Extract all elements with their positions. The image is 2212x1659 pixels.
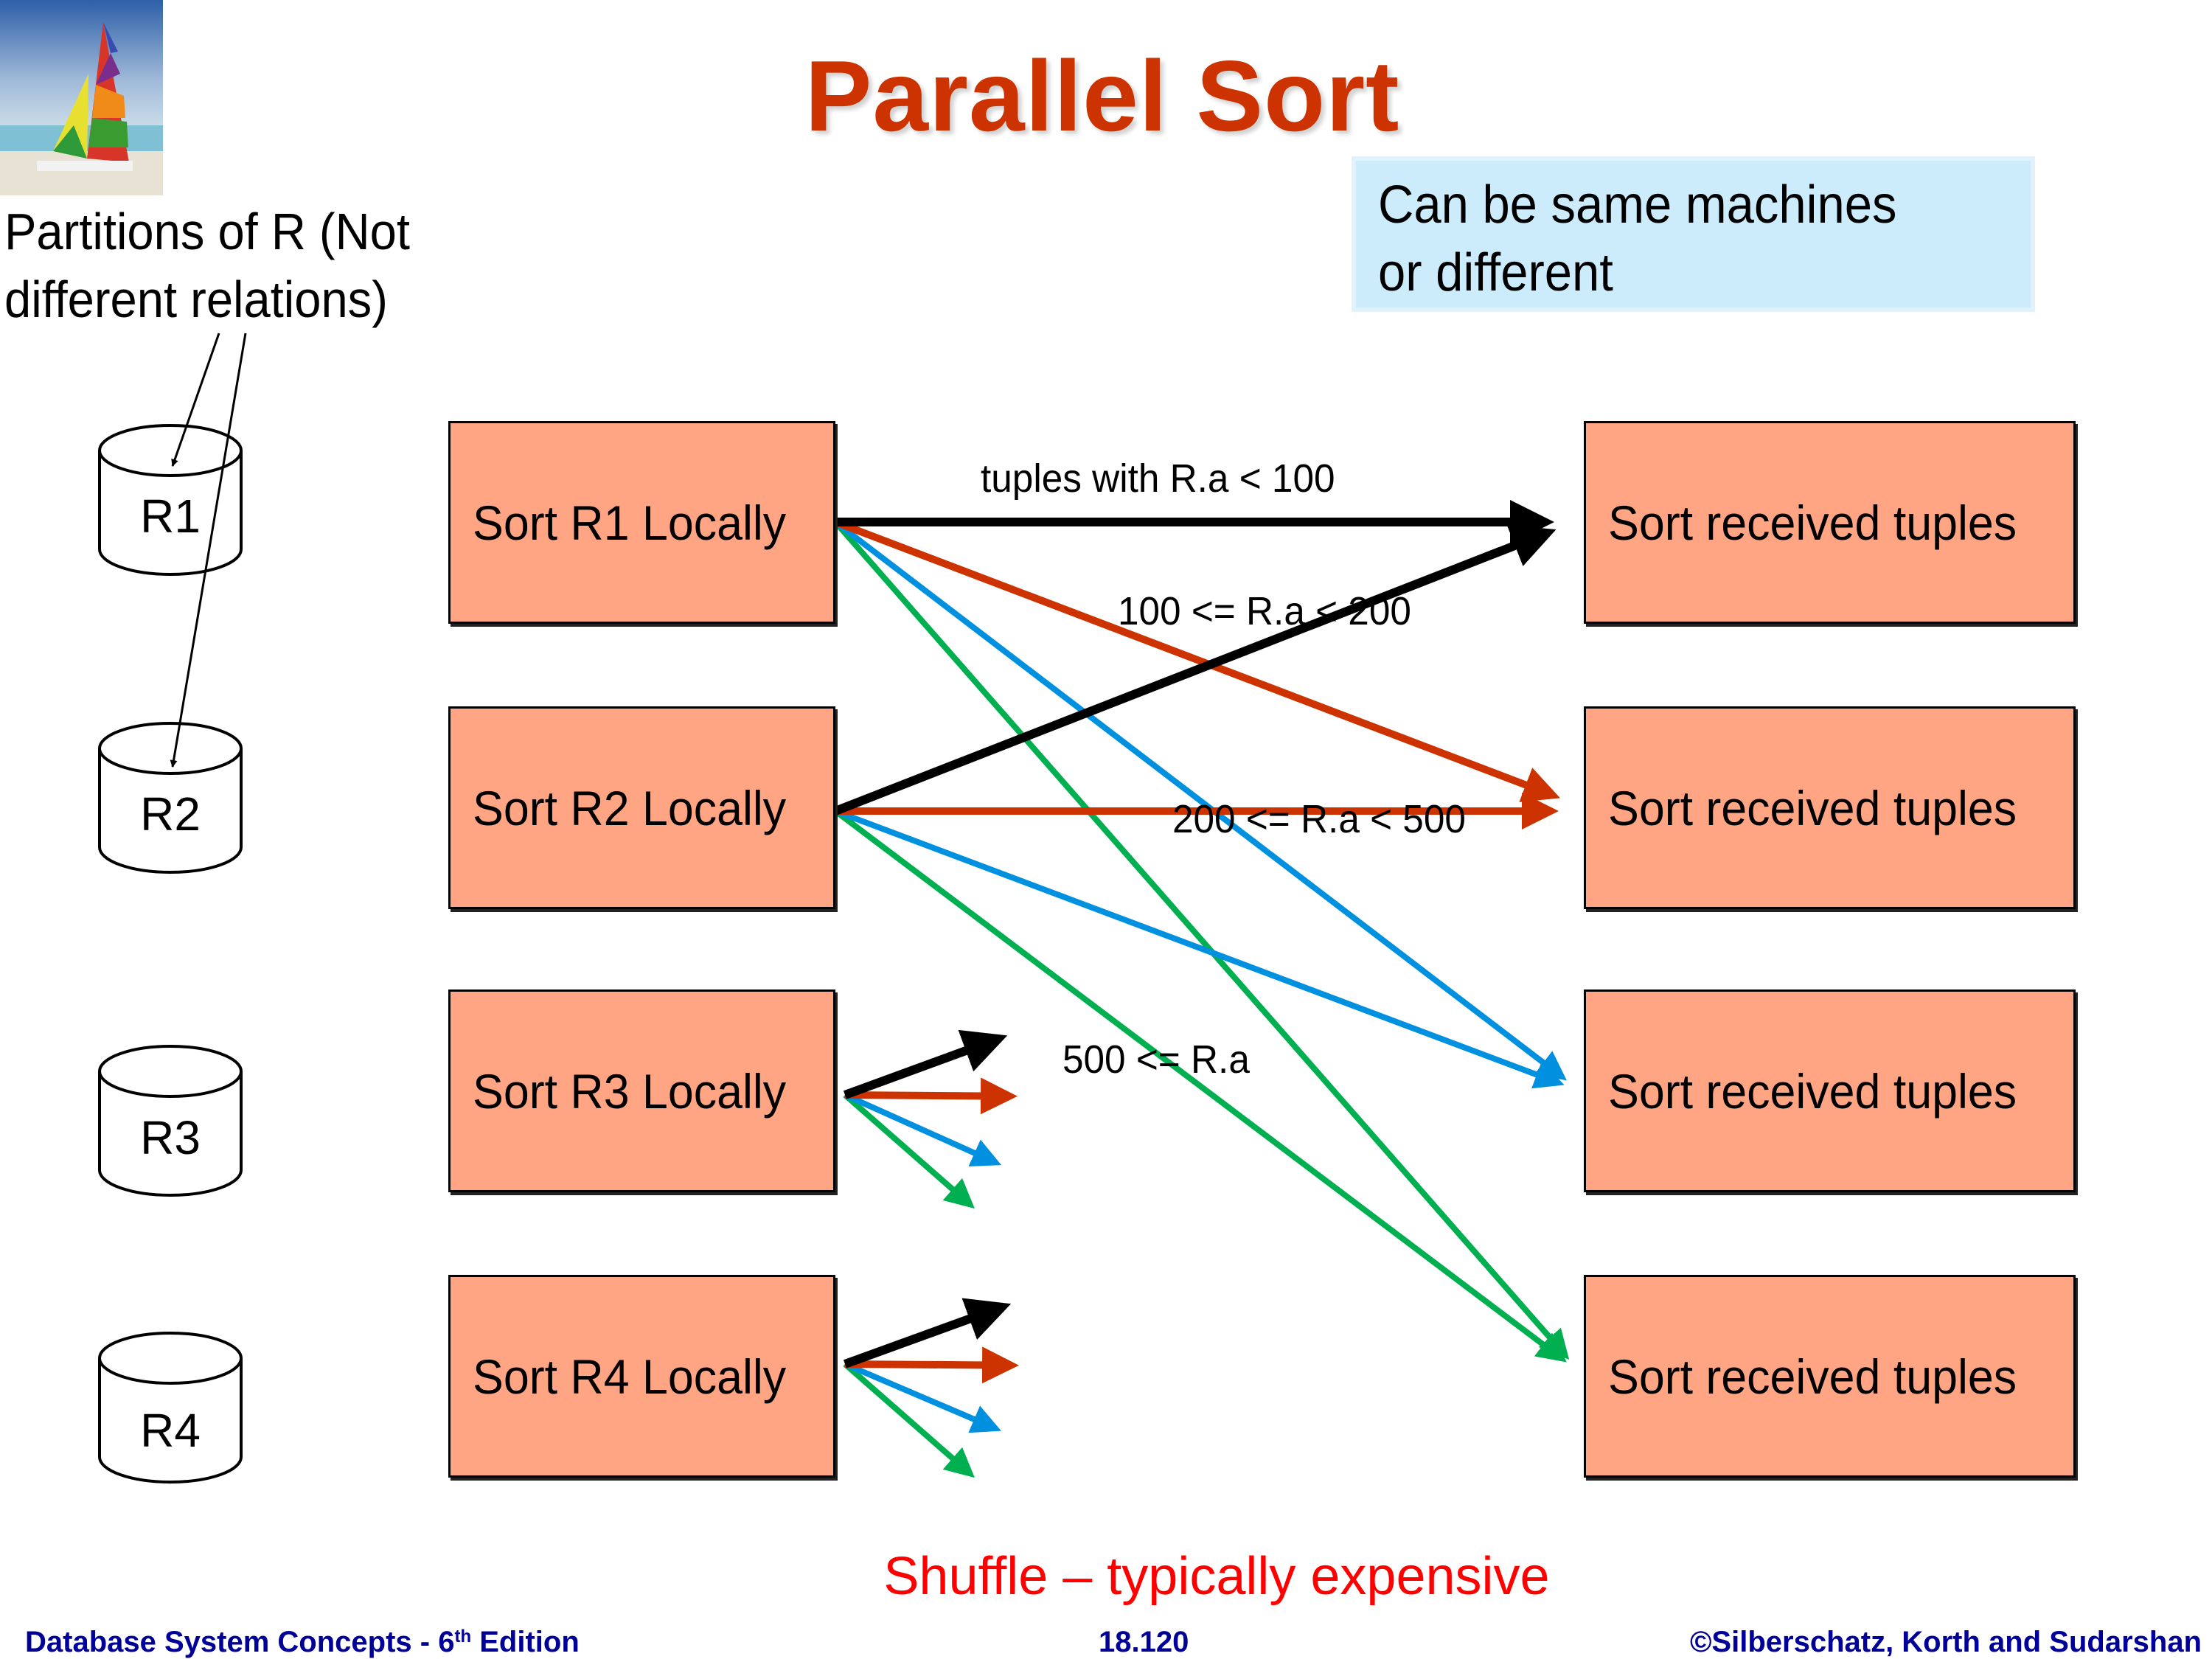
- shuffle-caption-text: Shuffle – typically expensive: [883, 1547, 1550, 1606]
- receiver-box-2: Sort received tuples: [1584, 706, 2076, 909]
- local-sort-box-r1: Sort R1 Locally: [448, 421, 835, 624]
- receiver-box-1: Sort received tuples: [1584, 421, 2076, 624]
- annotation-pointer-arrow-r2: [170, 333, 247, 768]
- partition-label-r4: R4: [140, 1404, 201, 1457]
- receiver-label-2: Sort received tuples: [1608, 780, 2017, 835]
- receiver-label-1: Sort received tuples: [1608, 495, 2017, 550]
- shuffle-stub-arrow-r3-4: [843, 1092, 975, 1209]
- range-label-4: 500 <= R.a: [1062, 1037, 1250, 1082]
- shuffle-arrow-r1-to-receiver-2: [834, 518, 1560, 802]
- shuffle-stub-arrow-r4-3: [844, 1361, 1001, 1433]
- receiver-label-3: Sort received tuples: [1608, 1063, 2017, 1119]
- machines-note-line1: Can be same machines: [1378, 175, 1897, 234]
- partition-label-r1: R1: [140, 490, 201, 543]
- sailboat-icon: [0, 0, 163, 195]
- receiver-box-4: Sort received tuples: [1584, 1275, 2076, 1478]
- footer-book-title: Database System Concepts - 6th Edition: [25, 1625, 580, 1659]
- partition-label-r3: R3: [140, 1111, 201, 1164]
- slide-title: Parallel Sort: [0, 41, 2212, 151]
- sailboat-logo-image: [0, 0, 163, 195]
- machines-note-text: Can be same machines or different: [1378, 171, 1935, 307]
- footer-book-title-prefix: Database System Concepts - 6: [25, 1626, 455, 1658]
- local-sort-label-r3: Sort R3 Locally: [473, 1063, 787, 1119]
- local-sort-label-r1: Sort R1 Locally: [473, 495, 787, 550]
- local-sort-label-r2: Sort R2 Locally: [473, 780, 787, 835]
- machines-note: Can be same machines or different: [1352, 156, 2035, 312]
- local-sort-box-r2: Sort R2 Locally: [448, 706, 835, 909]
- annotation-pointer-arrow-r1: [171, 333, 220, 467]
- footer-page-number: 18.120: [1099, 1626, 1189, 1658]
- shuffle-arrow-r2-to-receiver-4: [833, 808, 1567, 1363]
- partitions-annotation-line2: different relations): [4, 271, 388, 328]
- footer-book-title-suffix: Edition: [471, 1626, 580, 1658]
- footer-edition-superscript: th: [454, 1627, 472, 1646]
- shuffle-stub-arrow-r4-4: [843, 1361, 975, 1478]
- local-sort-label-r4: Sort R4 Locally: [473, 1349, 787, 1404]
- receiver-label-4: Sort received tuples: [1608, 1349, 2017, 1404]
- shuffle-stub-arrow-r3-1: [843, 1029, 1008, 1099]
- partition-cylinders: [98, 424, 243, 1484]
- partition-label-r2: R2: [140, 787, 201, 841]
- shuffle-arrow-r1-to-receiver-4: [832, 520, 1570, 1360]
- shuffle-stub-arrow-r3-3: [844, 1092, 1002, 1167]
- local-sort-box-r3: Sort R3 Locally: [448, 990, 835, 1192]
- range-label-2: 100 <= R.a < 200: [1118, 589, 1411, 633]
- partitions-annotation: Partitions of R (Not different relations…: [4, 198, 440, 333]
- shuffle-arrows: [832, 500, 1570, 1478]
- shuffle-caption: Shuffle – typically expensive: [0, 1545, 2212, 1607]
- slide-title-text: Parallel Sort: [804, 40, 1400, 152]
- local-sort-box-r4: Sort R4 Locally: [448, 1275, 835, 1478]
- receiver-box-3: Sort received tuples: [1584, 990, 2076, 1192]
- shuffle-stub-arrow-r3-2: [844, 1077, 1018, 1115]
- machines-note-line2: or different: [1378, 243, 1613, 302]
- range-label-3: 200 <= R.a < 500: [1172, 797, 1466, 841]
- shuffle-arrow-r2-to-receiver-1: [833, 524, 1557, 815]
- footer-copyright: ©Silberschatz, Korth and Sudarshan: [1689, 1626, 2202, 1658]
- shuffle-stub-arrow-r4-1: [843, 1298, 1012, 1368]
- range-label-1: tuples with R.a < 100: [981, 456, 1335, 501]
- partitions-annotation-line1: Partitions of R (Not: [4, 203, 410, 260]
- shuffle-stub-arrow-r4-2: [844, 1346, 1020, 1384]
